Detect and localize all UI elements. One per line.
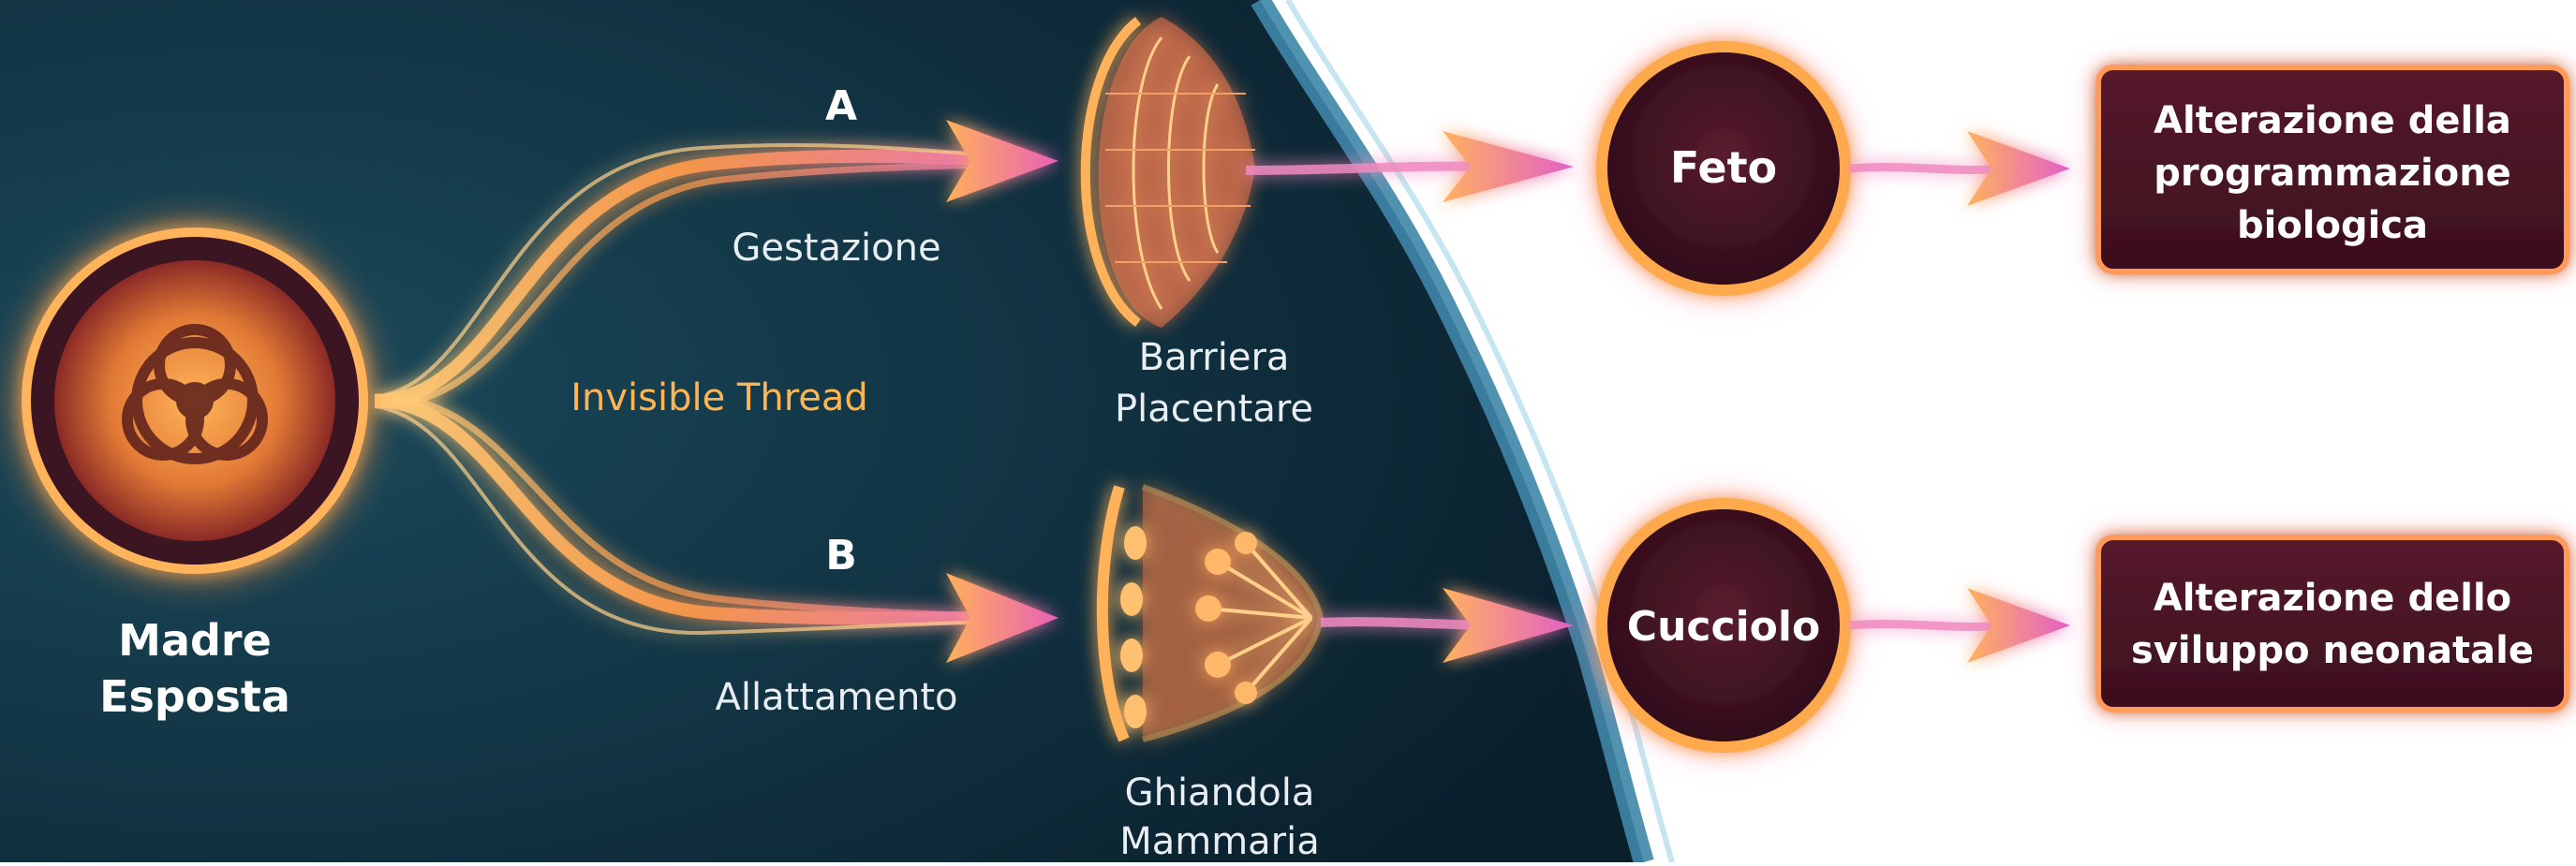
barrier-a-line1: Barriera <box>1139 336 1290 379</box>
outcome-feto-line1: Alterazione della <box>2154 99 2511 142</box>
path-b-letter: B <box>825 532 857 580</box>
outcome-box-feto: Alterazione della programmazione biologi… <box>2094 67 2569 273</box>
outcome-cucciolo-line1: Alterazione dello <box>2154 577 2511 620</box>
outcome-feto-line3: biologica <box>2237 204 2428 247</box>
outcome-cucciolo-line2: sviluppo neonatale <box>2131 629 2534 672</box>
target-cucciolo-label: Cucciolo <box>1627 603 1820 651</box>
outcome-box-cucciolo: Alterazione dello sviluppo neonatale <box>2094 536 2569 712</box>
outcome-feto-line2: programmazione <box>2154 152 2511 195</box>
thread-label: Invisible Thread <box>570 376 868 419</box>
barrier-a-line2: Placentare <box>1115 388 1313 431</box>
source-label-line2: Esposta <box>99 671 290 722</box>
barrier-b-line2: Mammaria <box>1119 820 1320 862</box>
barrier-b-line1: Ghiandola <box>1125 771 1315 815</box>
target-feto-label: Feto <box>1670 142 1777 193</box>
target-node-cucciolo: Cucciolo <box>1592 494 1855 756</box>
path-b-label: Allattamento <box>715 676 957 719</box>
path-a-letter: A <box>825 82 857 130</box>
target-node-feto: Feto <box>1592 37 1855 300</box>
path-a-label: Gestazione <box>732 227 940 270</box>
source-label-line1: Madre <box>118 615 272 666</box>
